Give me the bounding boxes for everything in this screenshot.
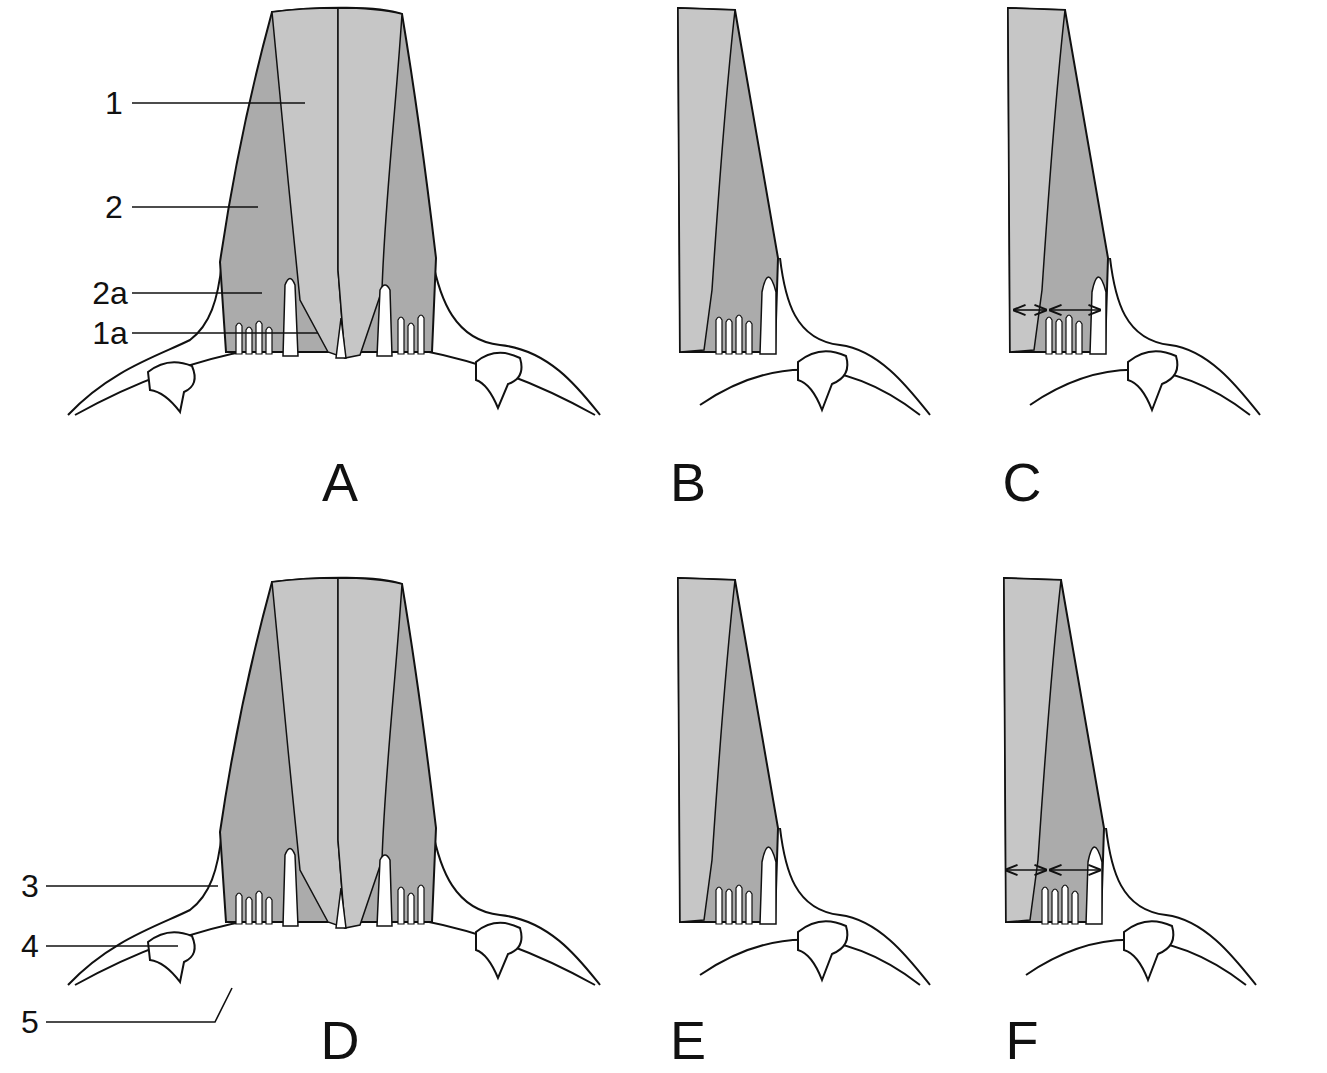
panel-letter: F bbox=[1006, 1013, 1039, 1067]
callout-number: 1 bbox=[105, 87, 123, 119]
callout-number: 1a bbox=[92, 317, 128, 349]
panel-letter: C bbox=[1003, 455, 1042, 509]
callout-number: 5 bbox=[21, 1006, 39, 1038]
panel-letter: A bbox=[322, 455, 358, 509]
callout-number: 3 bbox=[21, 870, 39, 902]
panel-letter: B bbox=[670, 455, 706, 509]
callout-number: 2a bbox=[92, 277, 128, 309]
panel-letter: E bbox=[670, 1013, 706, 1067]
callout-number: 2 bbox=[105, 191, 123, 223]
panel-letter: D bbox=[321, 1013, 360, 1067]
callout-number: 4 bbox=[21, 930, 39, 962]
